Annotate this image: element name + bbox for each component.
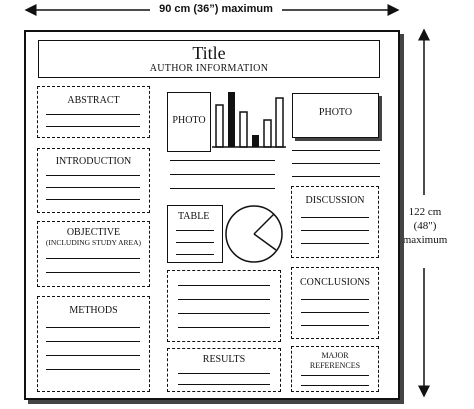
results-box: RESULTS [167, 348, 281, 392]
text-line [292, 163, 380, 164]
text-line [46, 187, 140, 188]
photo-right-label: PHOTO [318, 107, 353, 118]
results-label: RESULTS [202, 354, 246, 365]
discussion-box: DISCUSSION [291, 186, 379, 258]
text-line [46, 126, 140, 127]
references-label-line1: MAJOR [321, 351, 349, 360]
text-line [292, 176, 380, 177]
text-line [301, 385, 369, 386]
text-line [46, 355, 140, 356]
objective-box: OBJECTIVE (INCLUDING STUDY AREA) [37, 221, 150, 287]
bar-2 [228, 92, 235, 147]
poster-title: Title [192, 43, 226, 63]
table-rule [176, 254, 214, 255]
text-line [301, 217, 369, 218]
photo-right-box: PHOTO [292, 93, 379, 138]
text-line [46, 199, 140, 200]
width-label: 90 cm (36”) maximum [159, 3, 273, 15]
text-line [178, 313, 270, 314]
conclusions-label: CONCLUSIONS [299, 277, 370, 288]
height-label-cm: 122 cm [408, 206, 442, 218]
photo-left-box: PHOTO [167, 92, 211, 152]
text-line [292, 150, 380, 151]
text-line [301, 243, 369, 244]
objective-sublabel: (INCLUDING STUDY AREA) [45, 238, 142, 247]
text-line [170, 174, 275, 175]
table-label: TABLE [178, 211, 210, 222]
references-box: MAJOR REFERENCES [291, 346, 379, 392]
abstract-label: ABSTRACT [67, 95, 120, 106]
text-line [301, 375, 369, 376]
text-line [178, 384, 270, 385]
height-label-max: maximum [402, 234, 448, 246]
photo-left-label: PHOTO [172, 115, 206, 126]
text-line [46, 369, 140, 370]
table-rule [176, 230, 214, 231]
text-line [178, 373, 270, 374]
text-line [178, 285, 270, 286]
height-label-in: (48") [413, 220, 437, 232]
text-line [46, 327, 140, 328]
conclusions-box: CONCLUSIONS [291, 267, 379, 339]
bar-4 [252, 135, 259, 147]
table-box: TABLE [167, 205, 223, 263]
text-line [301, 299, 369, 300]
text-line [46, 114, 140, 115]
text-line [170, 188, 275, 189]
discussion-label: DISCUSSION [305, 195, 365, 206]
height-label: 122 cm (48") maximum [398, 205, 452, 247]
center-text-box [167, 270, 281, 342]
methods-box: METHODS [37, 296, 150, 392]
introduction-label: INTRODUCTION [55, 156, 132, 167]
author-information: AUTHOR INFORMATION [149, 63, 269, 74]
text-line [46, 272, 140, 273]
pie-divider-1 [253, 213, 275, 235]
text-line [46, 175, 140, 176]
text-line [301, 312, 369, 313]
title-box: Title AUTHOR INFORMATION [38, 40, 380, 78]
text-line [46, 258, 140, 259]
references-label-line2: REFERENCES [309, 361, 361, 370]
text-line [170, 160, 275, 161]
text-line [301, 325, 369, 326]
text-line [178, 327, 270, 328]
text-line [46, 341, 140, 342]
abstract-box: ABSTRACT [37, 86, 150, 138]
text-line [301, 230, 369, 231]
table-rule [176, 242, 214, 243]
text-line [178, 299, 270, 300]
pie-divider-2 [253, 233, 277, 251]
methods-label: METHODS [69, 305, 118, 316]
objective-label: OBJECTIVE [66, 227, 121, 238]
introduction-box: INTRODUCTION [37, 148, 150, 213]
